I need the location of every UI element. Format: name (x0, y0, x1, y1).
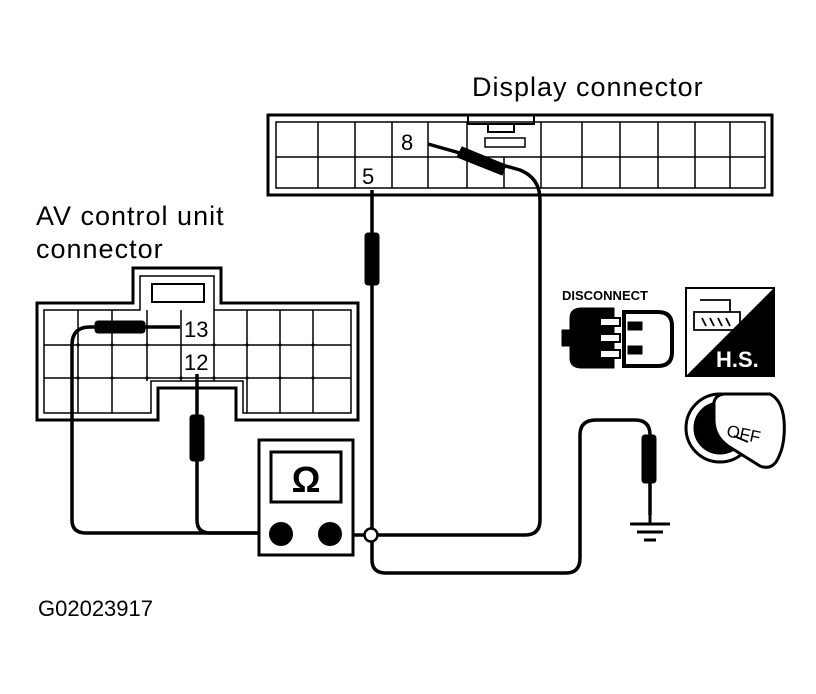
ignition-off-icon (684, 392, 786, 469)
figure-id: G02023917 (38, 596, 153, 621)
disconnect-icon (561, 307, 674, 369)
hs-label: H.S. (716, 347, 759, 372)
av-pin-12-label: 12 (184, 350, 208, 375)
ohmmeter (257, 438, 355, 557)
meter-terminal-left (269, 522, 293, 546)
display-connector (266, 113, 774, 197)
meter-terminal-right (318, 522, 342, 546)
probe-tips (94, 146, 657, 484)
disconnect-label: DISCONNECT (562, 288, 648, 303)
harness-side-icon (685, 287, 775, 377)
av-pin-13-label: 13 (184, 317, 208, 342)
display-pin-5-label: 5 (362, 164, 374, 189)
av-connector-title-line1: AV control unit (36, 201, 225, 231)
junction-node (363, 527, 379, 543)
display-connector-title: Display connector (472, 72, 704, 102)
display-pin-8-label: 8 (401, 130, 413, 155)
ground-icon (630, 515, 670, 542)
ohm-symbol: Ω (292, 459, 321, 500)
av-grid-dots (76, 343, 315, 380)
av-connector-title-line2: connector (36, 234, 164, 264)
